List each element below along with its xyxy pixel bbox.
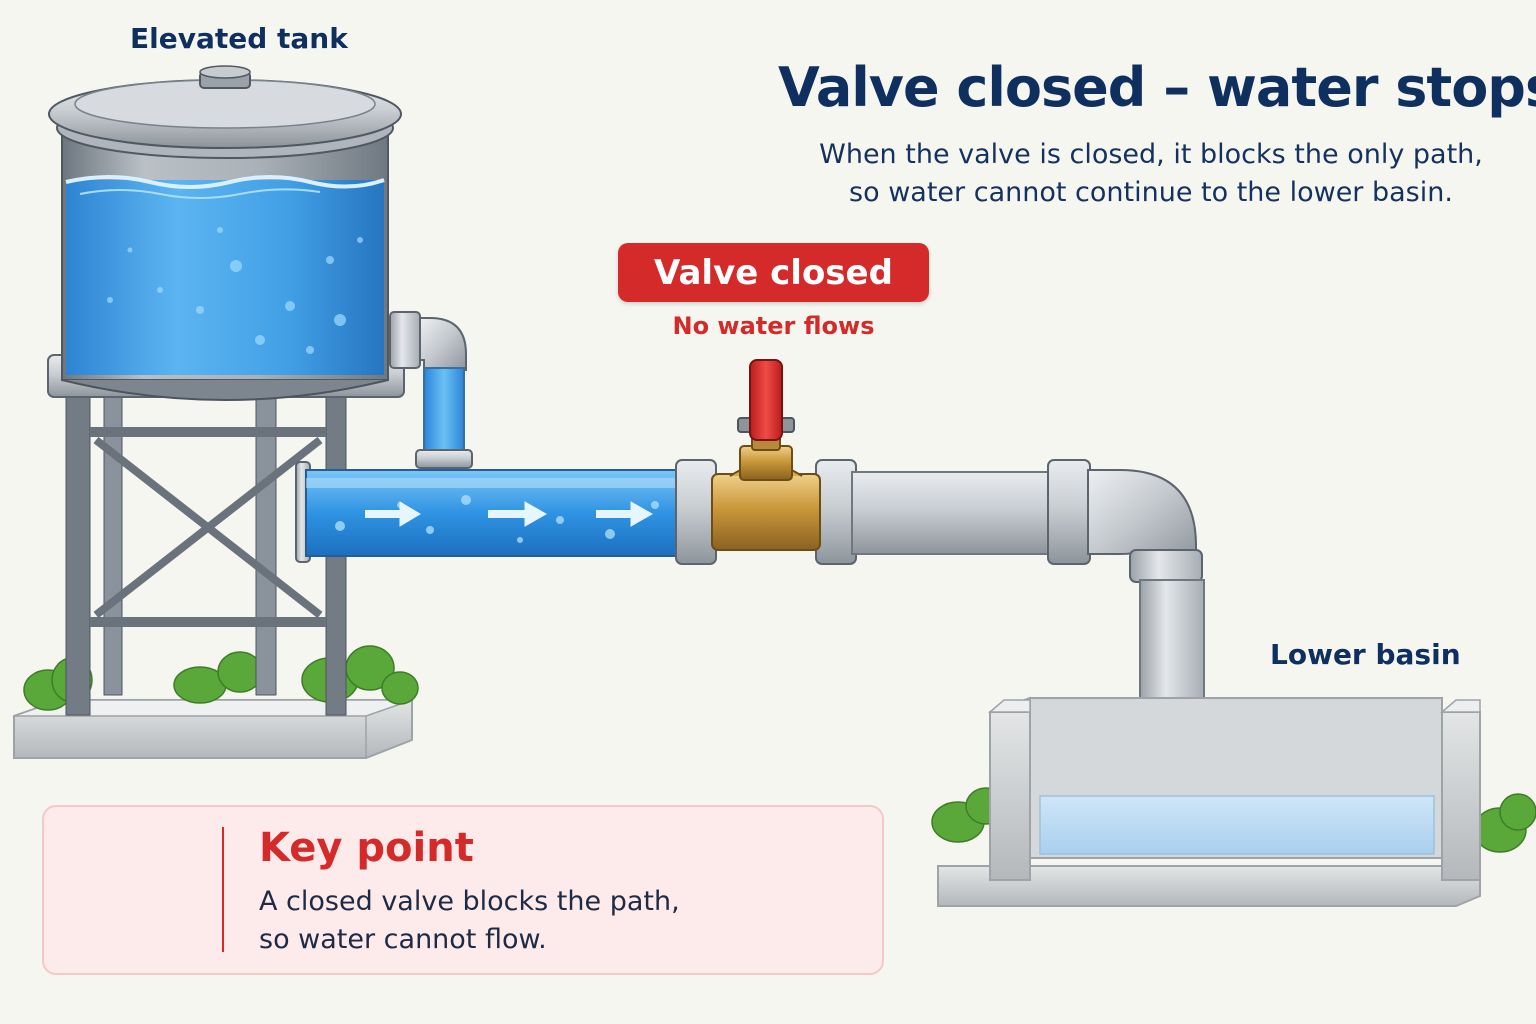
flow-arrows — [365, 501, 654, 527]
basin-label: Lower basin — [1270, 638, 1461, 671]
arrow-right-icon — [596, 501, 654, 527]
valve-status-badge: Valve closed — [618, 243, 929, 302]
valve-handle-closed — [749, 359, 783, 441]
shutoff-valve — [675, 417, 857, 565]
tank-label: Elevated tank — [130, 22, 348, 55]
valve-status-text: No water flows — [672, 312, 875, 340]
page-subtitle: When the valve is closed, it blocks the … — [819, 139, 1483, 208]
key-point-card: Key point A closed valve blocks the path… — [42, 805, 884, 975]
key-point-line-2: so water cannot flow. — [259, 924, 547, 955]
key-point-divider — [222, 827, 224, 952]
tank-outlet-pipe — [389, 311, 473, 469]
arrow-right-icon — [365, 501, 421, 527]
key-point-line-1: A closed valve blocks the path, — [259, 886, 680, 917]
key-point-text: A closed valve blocks the path, so water… — [259, 883, 859, 959]
elevated-tank — [47, 65, 405, 401]
tank-foundation — [13, 699, 413, 759]
lower-basin — [931, 696, 1536, 907]
key-point-title: Key point — [259, 825, 474, 871]
dry-pipe — [851, 459, 1205, 701]
page-title: Valve closed – water stops — [778, 56, 1536, 119]
arrow-right-icon — [488, 501, 548, 527]
